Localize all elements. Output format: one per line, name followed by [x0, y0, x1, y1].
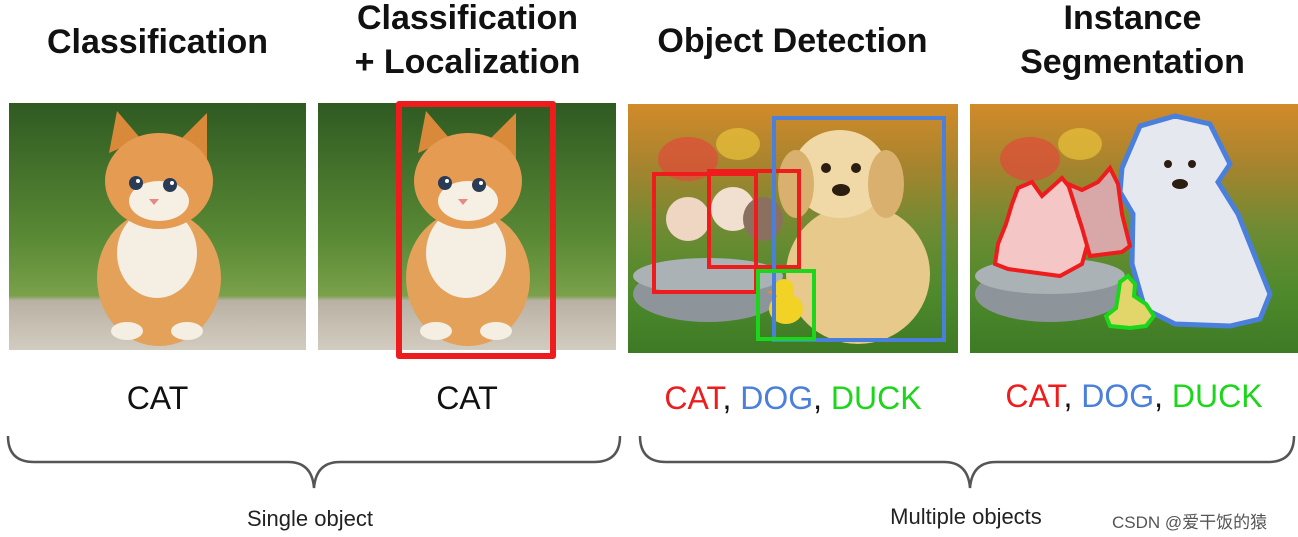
label-det-comma-1: , — [722, 380, 732, 416]
label-cat-localization: CAT — [436, 380, 498, 416]
label-seg-dog: DOG — [1081, 378, 1155, 414]
detection-box-duck — [756, 269, 816, 341]
duck-figure — [766, 279, 803, 324]
cat-masks — [992, 164, 1133, 279]
kitten-figure — [406, 111, 530, 346]
label-seg-comma-1: , — [1063, 378, 1073, 414]
duck-mask — [1103, 273, 1157, 331]
label-det-cat: CAT — [664, 380, 723, 416]
label-seg-cat: CAT — [1005, 378, 1064, 414]
kitten-figure — [97, 111, 221, 346]
title-object-detection: Object Detection — [657, 22, 928, 60]
kitten-image-classification — [9, 103, 306, 350]
label-segmentation-classes: CAT, DOG, DUCK — [970, 378, 1298, 415]
watermark: CSDN @爱干饭的猿 — [1112, 513, 1268, 532]
title-classification-localization: Classification + Localization — [310, 0, 625, 84]
brace-multiple-objects — [638, 435, 1296, 489]
caption-multiple-objects: Multiple objects — [890, 504, 1042, 529]
title-classification: Classification — [46, 23, 269, 61]
caption-single-object: Single object — [247, 506, 373, 531]
title-cls-loc-line2: + Localization — [354, 43, 581, 81]
label-seg-comma-2: , — [1154, 378, 1164, 414]
dog-figure — [778, 130, 930, 344]
label-det-comma-2: , — [813, 380, 823, 416]
label-det-duck: DUCK — [830, 380, 922, 416]
kitten-image-localization — [318, 103, 616, 350]
detection-image — [628, 104, 958, 353]
segmentation-image — [970, 104, 1298, 353]
localization-box-cat — [396, 101, 556, 359]
detection-box-cat-2 — [707, 169, 801, 269]
label-cat-classification: CAT — [126, 380, 189, 416]
title-instance-line1: Instance — [1063, 0, 1202, 37]
title-cls-loc-line1: Classification — [356, 0, 579, 37]
title-instance-segmentation: Instance Segmentation — [965, 0, 1298, 84]
label-seg-duck: DUCK — [1171, 378, 1263, 414]
title-instance-line2: Segmentation — [1020, 43, 1245, 81]
detection-box-cat-1 — [652, 172, 758, 294]
dog-mask — [1117, 113, 1273, 329]
label-detection-classes: CAT, DOG, DUCK — [628, 380, 958, 417]
label-det-dog: DOG — [740, 380, 814, 416]
detection-box-dog — [772, 116, 946, 342]
